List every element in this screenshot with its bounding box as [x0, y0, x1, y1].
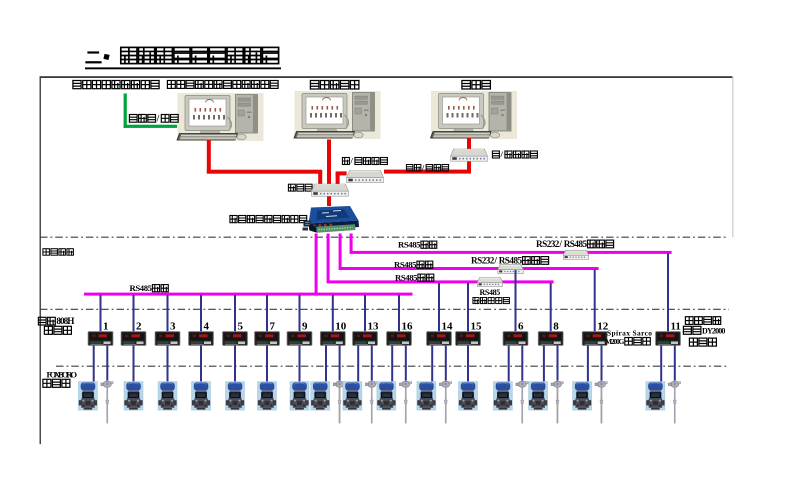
svg-text:RS485: RS485	[398, 240, 421, 250]
svg-text:/: /	[500, 149, 504, 159]
svg-text:808H: 808H	[56, 316, 74, 326]
svg-text:Spirax Sarco: Spirax Sarco	[607, 328, 652, 337]
svg-text:16: 16	[402, 321, 414, 333]
svg-text:RS232: RS232	[471, 255, 495, 265]
svg-text:1: 1	[103, 321, 109, 333]
svg-text:10: 10	[335, 321, 347, 333]
svg-text:9: 9	[302, 321, 308, 333]
svg-text:M200G: M200G	[605, 337, 624, 346]
svg-text:RS485: RS485	[394, 260, 417, 270]
svg-text:7: 7	[270, 321, 276, 333]
svg-text:13: 13	[368, 321, 380, 333]
svg-text:/: /	[156, 113, 160, 123]
svg-text:5: 5	[238, 321, 244, 333]
svg-text:15: 15	[471, 321, 483, 333]
svg-text:6: 6	[518, 321, 524, 333]
svg-text:FOXBORO: FOXBORO	[47, 370, 78, 380]
svg-text:RS485: RS485	[395, 273, 418, 283]
svg-text:3: 3	[170, 321, 176, 333]
svg-text:8: 8	[553, 321, 559, 333]
svg-text:RS485: RS485	[564, 239, 588, 249]
svg-text:2: 2	[136, 321, 142, 333]
svg-text:RS232: RS232	[536, 239, 560, 249]
svg-text:12: 12	[597, 321, 609, 333]
svg-text:14: 14	[442, 321, 454, 333]
svg-text:RS485: RS485	[480, 288, 501, 297]
svg-text:RS485: RS485	[499, 255, 523, 265]
svg-text:4: 4	[204, 321, 210, 333]
svg-text:/: /	[558, 239, 562, 249]
svg-text:/: /	[493, 255, 497, 265]
svg-text:/: /	[350, 156, 354, 166]
svg-text:11: 11	[671, 321, 681, 333]
svg-text:/: /	[421, 163, 425, 172]
svg-text:DY2000: DY2000	[702, 326, 725, 335]
svg-text:RS485: RS485	[130, 283, 153, 293]
